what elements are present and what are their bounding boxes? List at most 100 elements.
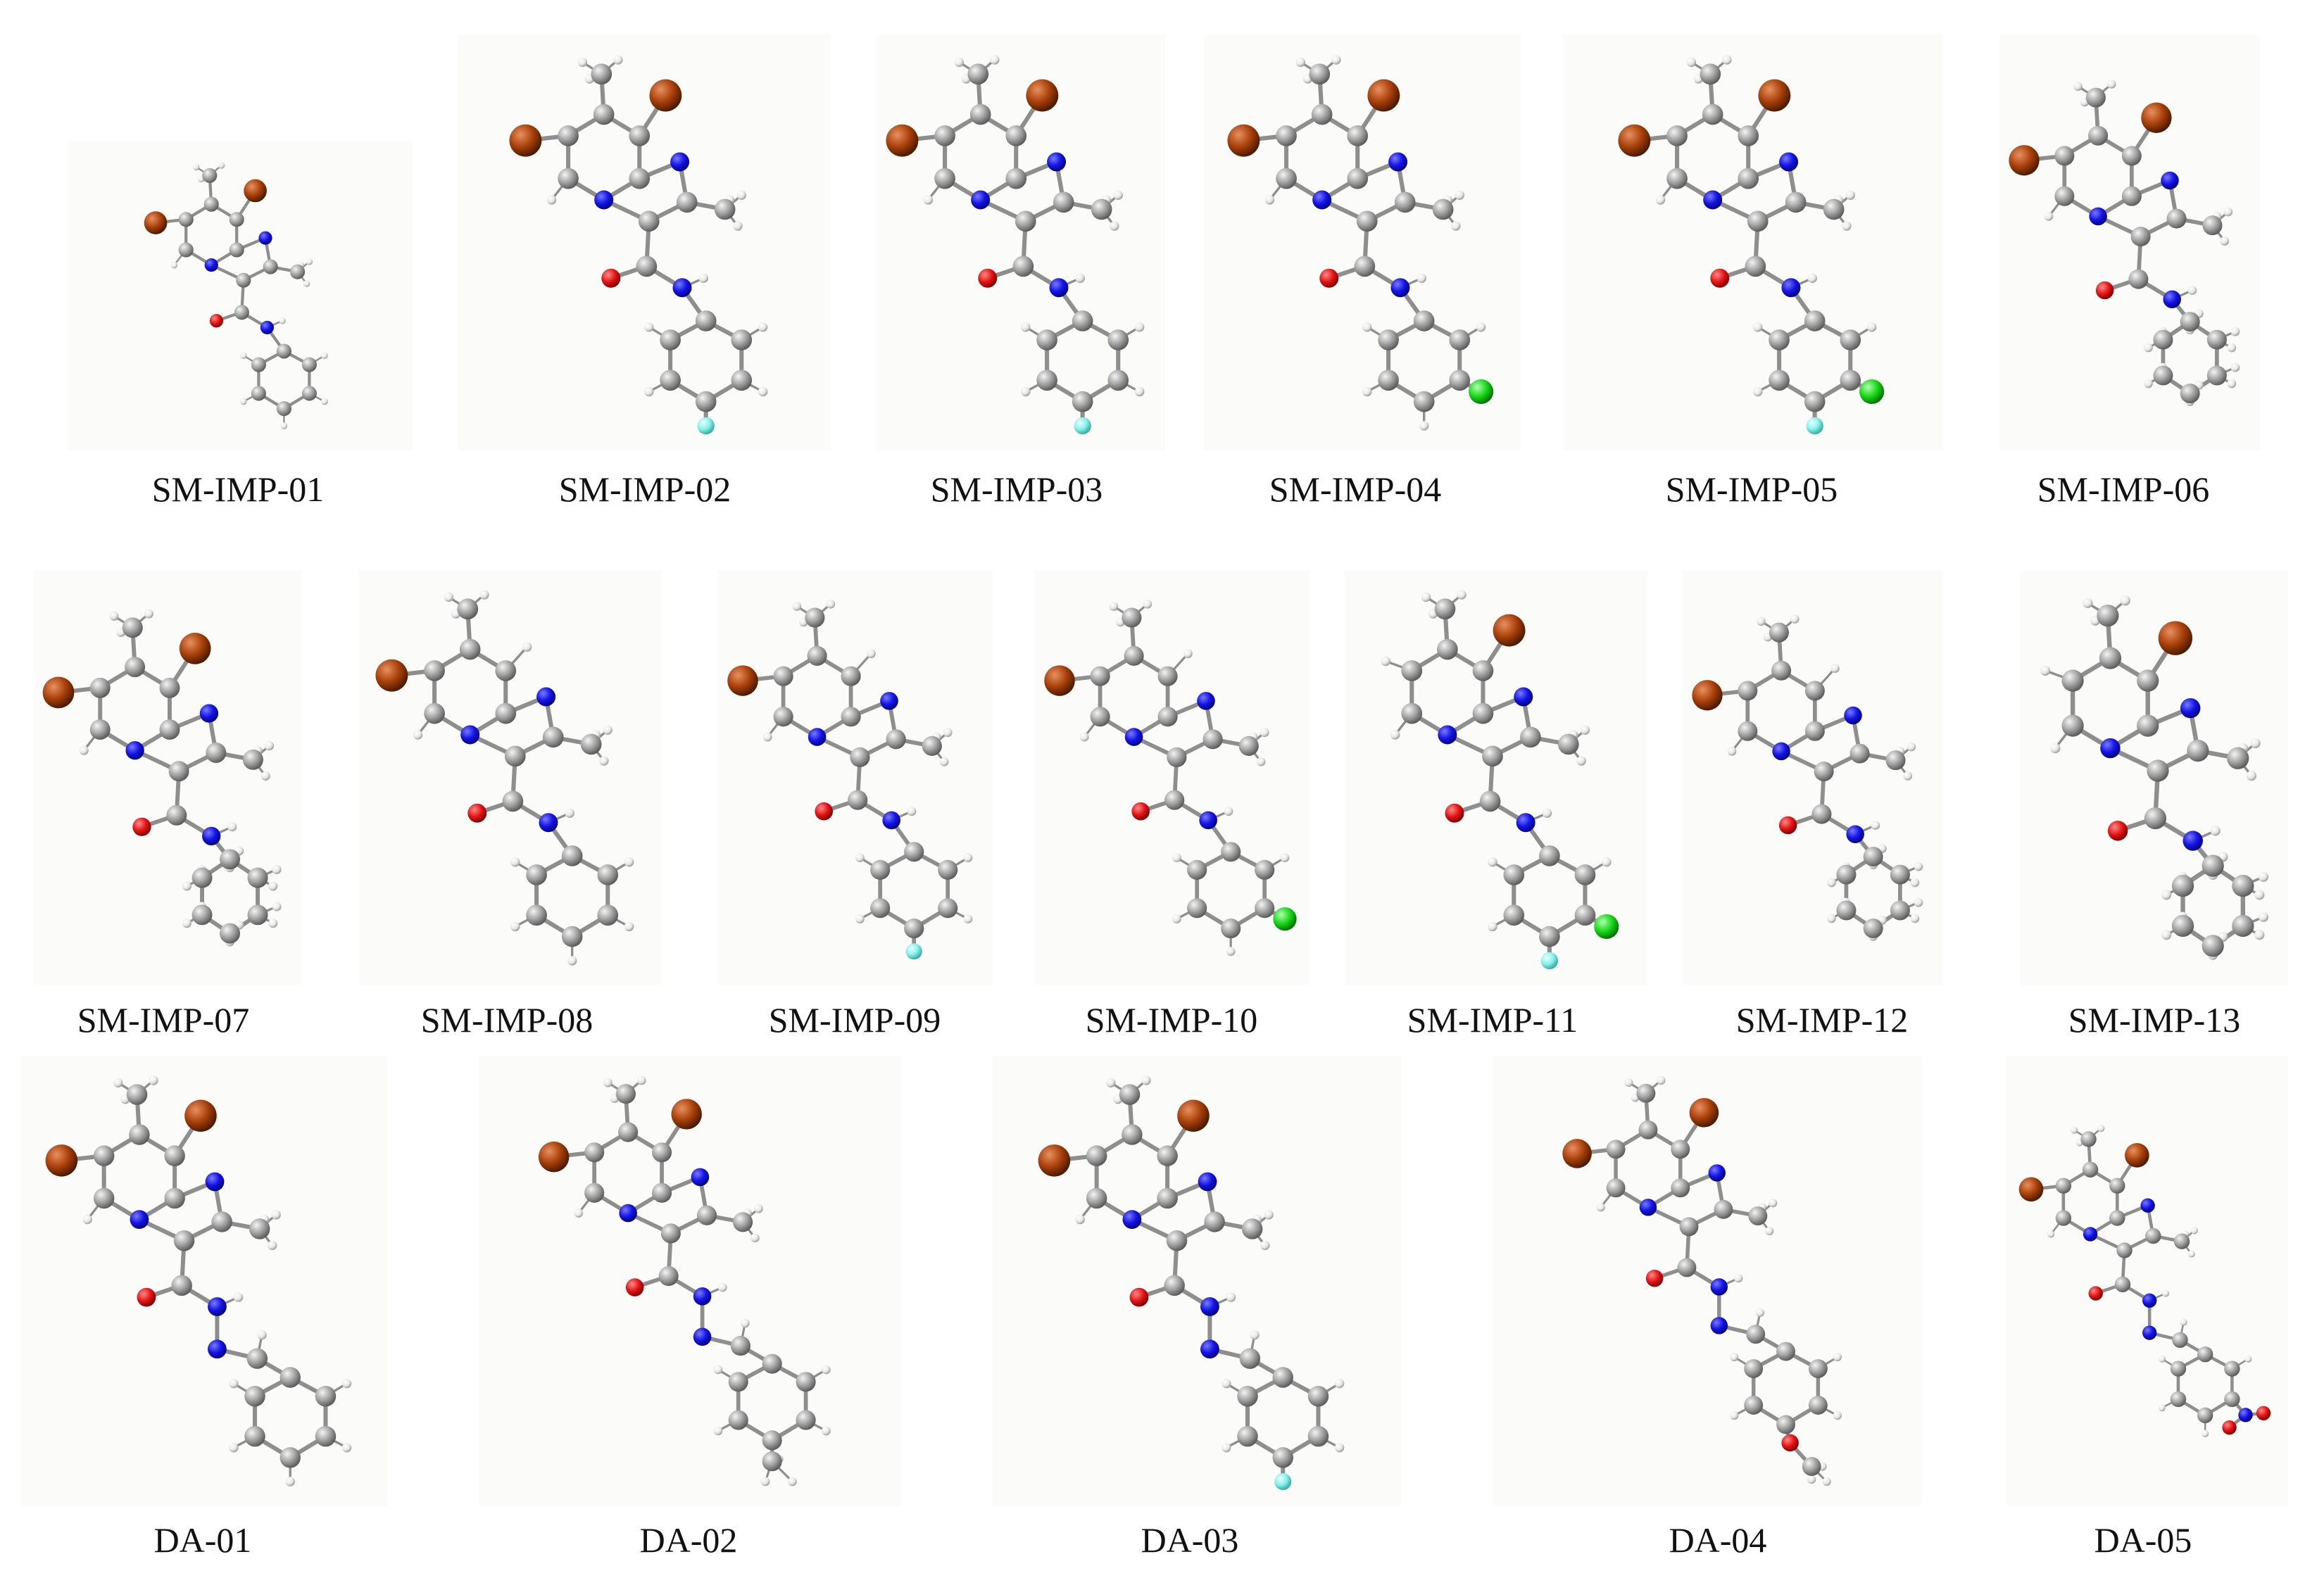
- nitrogen-atom: [460, 725, 480, 745]
- carbon-atom: [2130, 227, 2151, 247]
- carbon-atom: [591, 63, 613, 85]
- hydrogen-atom: [2040, 665, 2051, 676]
- hydrogen-atom: [1765, 1226, 1774, 1236]
- carbon-atom: [1157, 1145, 1178, 1166]
- carbon-atom: [2097, 604, 2119, 627]
- panel-background: [718, 570, 993, 985]
- carbon-atom: [841, 707, 861, 727]
- carbon-atom: [502, 790, 524, 812]
- nitrogen-atom: [2142, 1325, 2157, 1340]
- carbon-atom: [251, 386, 266, 401]
- carbon-atom: [714, 198, 736, 220]
- carbon-atom: [660, 370, 681, 391]
- hydrogen-atom: [2223, 207, 2233, 217]
- carbon-atom: [1738, 168, 1759, 189]
- carbon-atom: [1503, 904, 1525, 926]
- hydrogen-atom: [413, 730, 423, 740]
- carbon-atom: [934, 168, 955, 189]
- carbon-atom: [1836, 900, 1857, 921]
- atoms: [1038, 1075, 1345, 1491]
- carbon-atom: [2121, 146, 2142, 166]
- nitrogen-atom: [1122, 1210, 1142, 1229]
- carbon-atom: [2206, 365, 2227, 386]
- compound-label: SM-IMP-08: [421, 1000, 593, 1040]
- carbon-atom: [1606, 1140, 1626, 1159]
- carbon-atom: [1086, 1187, 1107, 1209]
- carbon-atom: [1401, 660, 1423, 681]
- carbon-atom: [1808, 1359, 1828, 1378]
- compound-label: SM-IMP-04: [1269, 469, 1441, 509]
- carbon-atom: [301, 357, 317, 372]
- carbon-atom: [229, 242, 244, 258]
- hydrogen-atom: [268, 919, 278, 928]
- hydrogen-atom: [636, 1075, 646, 1085]
- carbon-atom: [1255, 859, 1275, 880]
- hydrogen-atom: [2158, 1355, 2166, 1363]
- hydrogen-atom: [1113, 190, 1124, 200]
- nitrogen-atom: [199, 704, 219, 723]
- nitrogen-atom: [672, 278, 692, 298]
- hydrogen-atom: [1221, 1378, 1231, 1389]
- carbon-atom: [202, 168, 218, 183]
- carbon-atom: [1677, 1258, 1697, 1277]
- hydrogen-atom: [577, 57, 588, 68]
- nitrogen-atom: [1390, 278, 1410, 298]
- hydrogen-atom: [2254, 930, 2265, 940]
- oxygen-atom: [978, 268, 998, 288]
- carbon-atom: [660, 329, 681, 351]
- oxygen-atom: [2095, 281, 2114, 300]
- carbon-atom: [459, 638, 481, 660]
- nitrogen-atom: [1199, 811, 1217, 830]
- carbon-atom: [731, 329, 753, 351]
- panel-background: [359, 570, 662, 985]
- compound-label: SM-IMP-02: [559, 469, 731, 509]
- bromine-atom: [1562, 1139, 1592, 1168]
- carbon-atom: [2172, 1332, 2188, 1349]
- carbon-atom: [2082, 1161, 2099, 1178]
- nitrogen-atom: [2083, 1227, 2098, 1242]
- hydrogen-atom: [1172, 853, 1181, 862]
- chlorine-atom: [1469, 379, 1494, 404]
- nitrogen-atom: [2100, 738, 2121, 759]
- bromine-atom: [727, 665, 758, 696]
- hydrogen-atom: [923, 195, 934, 205]
- hydrogen-atom: [644, 322, 654, 332]
- compound-label: SM-IMP-01: [152, 469, 324, 509]
- carbon-atom: [1769, 329, 1790, 351]
- carbon-atom: [1700, 63, 1721, 85]
- carbon-atom: [234, 305, 249, 320]
- hydrogen-atom: [1226, 1292, 1236, 1302]
- atoms: [375, 590, 634, 966]
- carbon-atom: [2232, 914, 2254, 938]
- bromine-atom: [144, 211, 168, 234]
- carbon-atom: [526, 904, 547, 926]
- hydrogen-atom: [762, 732, 772, 742]
- hydrogen-atom: [990, 55, 1000, 65]
- carbon-atom: [1241, 1218, 1263, 1239]
- hydrogen-atom: [1134, 386, 1145, 397]
- oxygen-atom: [1778, 816, 1797, 835]
- nitrogen-atom: [258, 231, 272, 245]
- carbon-atom: [1472, 660, 1494, 681]
- carbon-atom: [242, 749, 263, 770]
- oxygen-atom: [467, 803, 487, 823]
- hydrogen-atom: [2161, 930, 2172, 940]
- hydrogen-atom: [2230, 362, 2240, 372]
- carbon-atom: [1107, 370, 1129, 391]
- carbon-atom: [651, 1182, 672, 1203]
- carbon-atom: [2055, 1178, 2072, 1194]
- carbon-atom: [1272, 1367, 1293, 1388]
- hydrogen-atom: [2254, 890, 2265, 900]
- carbon-atom: [1167, 747, 1187, 767]
- bromine-atom: [1758, 79, 1791, 112]
- carbon-atom: [1166, 1230, 1188, 1251]
- hydrogen-atom: [565, 808, 575, 818]
- compound-label: SM-IMP-09: [769, 1000, 941, 1040]
- carbon-atom: [886, 729, 906, 750]
- carbon-atom: [1804, 721, 1825, 741]
- oxygen-atom: [815, 802, 833, 821]
- atoms: [1618, 55, 1885, 435]
- oxygen-atom: [2256, 1406, 2271, 1421]
- bromine-atom: [2018, 1177, 2044, 1202]
